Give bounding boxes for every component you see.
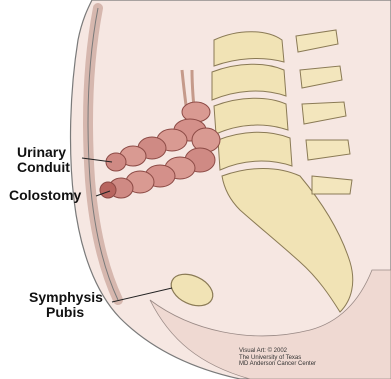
label-symphysis: Symphysis: [29, 290, 103, 305]
label-colostomy: Colostomy: [9, 188, 81, 203]
image-credit: Visual Art: © 2002 The University of Tex…: [239, 348, 316, 368]
label-conduit: Conduit: [17, 160, 70, 175]
label-urinary: Urinary: [17, 145, 66, 160]
credit-line-3: MD Anderson Cancer Center: [239, 361, 316, 368]
label-pubis: Pubis: [46, 305, 84, 320]
